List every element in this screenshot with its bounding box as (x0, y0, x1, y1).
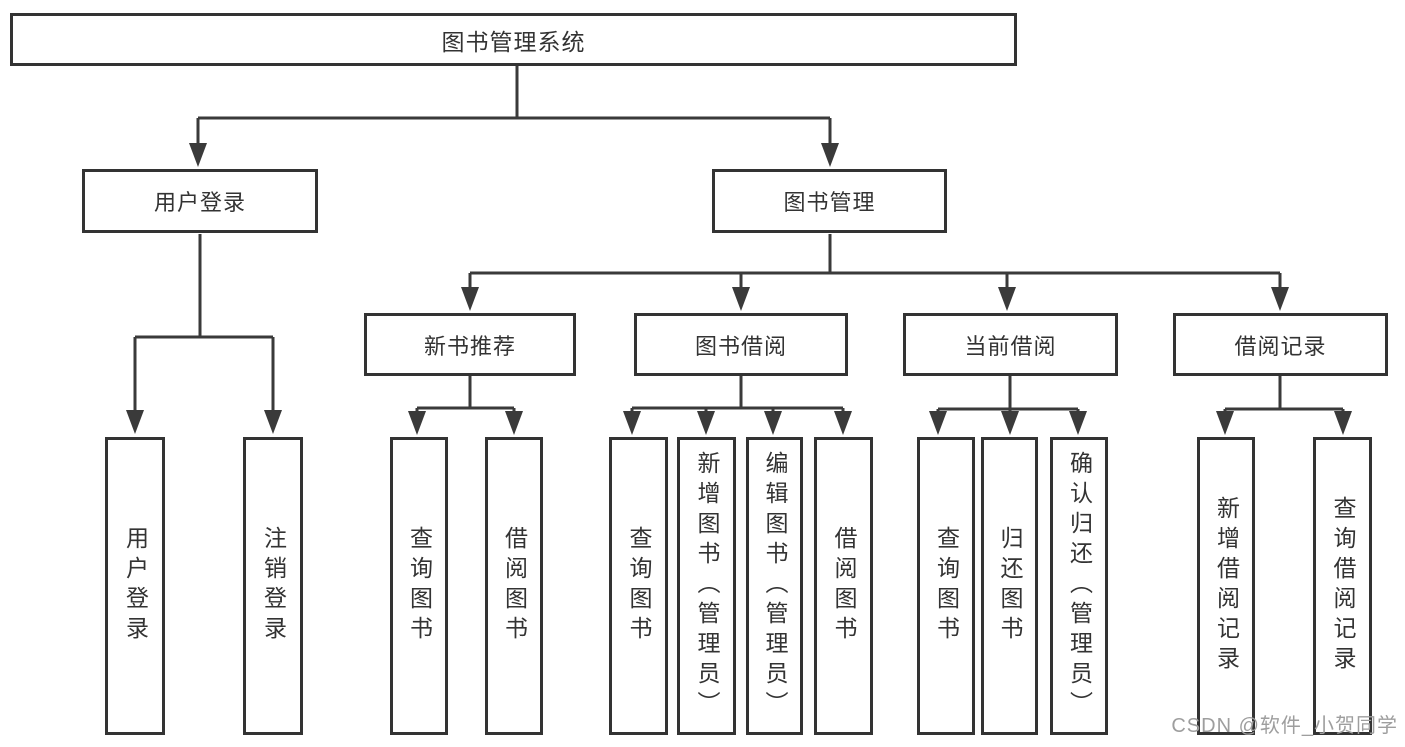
leaf-query-borrow-record: 查询借阅记录 (1313, 437, 1372, 735)
leaf-add-books-admin-label: 新增图书（管理员） (694, 451, 720, 721)
leaf-add-borrow-record: 新增借阅记录 (1197, 437, 1255, 735)
leaf-edit-books-admin: 编辑图书（管理员） (746, 437, 803, 735)
connector-book-borrow (630, 376, 845, 413)
node-book-borrow: 图书借阅 (634, 313, 848, 376)
leaf-return-books-label: 归还图书 (997, 526, 1023, 646)
node-user-login: 用户登录 (82, 169, 318, 233)
connector-new-book-recommend (415, 376, 516, 413)
leaf-add-books-admin: 新增图书（管理员） (677, 437, 736, 735)
leaf-logout-login: 注销登录 (243, 437, 303, 735)
leaf-user-login: 用户登录 (105, 437, 165, 735)
leaf-logout-login-label: 注销登录 (260, 526, 287, 646)
leaf-query-books-borrow-label: 查询图书 (626, 526, 652, 646)
leaf-borrow-books-recommend-label: 借阅图书 (501, 526, 528, 646)
node-book-management-label: 图书管理 (783, 190, 876, 215)
node-root: 图书管理系统 (10, 13, 1017, 66)
leaf-query-borrow-record-label: 查询借阅记录 (1330, 496, 1356, 676)
leaf-user-login-label: 用户登录 (122, 526, 149, 646)
node-borrow-records: 借阅记录 (1173, 313, 1388, 376)
node-current-borrow-label: 当前借阅 (964, 333, 1057, 359)
node-current-borrow: 当前借阅 (903, 313, 1118, 376)
leaf-query-books-current-label: 查询图书 (933, 526, 960, 646)
node-new-book-recommend-label: 新书推荐 (423, 333, 516, 359)
connector-borrow-records (1223, 376, 1345, 413)
leaf-add-borrow-record-label: 新增借阅记录 (1213, 496, 1240, 676)
connector-current-borrow (936, 376, 1080, 413)
node-borrow-records-label: 借阅记录 (1234, 333, 1327, 359)
leaf-borrow-books-borrow-label: 借阅图书 (831, 526, 857, 646)
node-user-login-label: 用户登录 (153, 190, 246, 215)
node-book-management: 图书管理 (712, 169, 947, 233)
leaf-borrow-books-borrow: 借阅图书 (814, 437, 873, 735)
leaf-confirm-return-admin: 确认归还（管理员） (1050, 437, 1108, 735)
connector-book-management (468, 234, 1282, 289)
leaf-borrow-books-recommend: 借阅图书 (485, 437, 543, 735)
node-root-label: 图书管理系统 (441, 28, 586, 55)
leaf-query-books-current: 查询图书 (917, 437, 975, 735)
node-book-borrow-label: 图书借阅 (694, 333, 787, 359)
watermark: CSDN @软件_小贺同学 (1171, 715, 1398, 737)
connector-root (196, 66, 832, 145)
arrowheads (126, 143, 1352, 435)
node-new-book-recommend: 新书推荐 (364, 313, 576, 376)
connector-user-login (133, 234, 275, 412)
leaf-query-books-recommend: 查询图书 (390, 437, 448, 735)
leaf-return-books: 归还图书 (981, 437, 1038, 735)
leaf-query-books-recommend-label: 查询图书 (406, 526, 433, 646)
leaf-confirm-return-admin-label: 确认归还（管理员） (1066, 451, 1093, 721)
leaf-query-books-borrow: 查询图书 (609, 437, 668, 735)
leaf-edit-books-admin-label: 编辑图书（管理员） (762, 451, 788, 721)
